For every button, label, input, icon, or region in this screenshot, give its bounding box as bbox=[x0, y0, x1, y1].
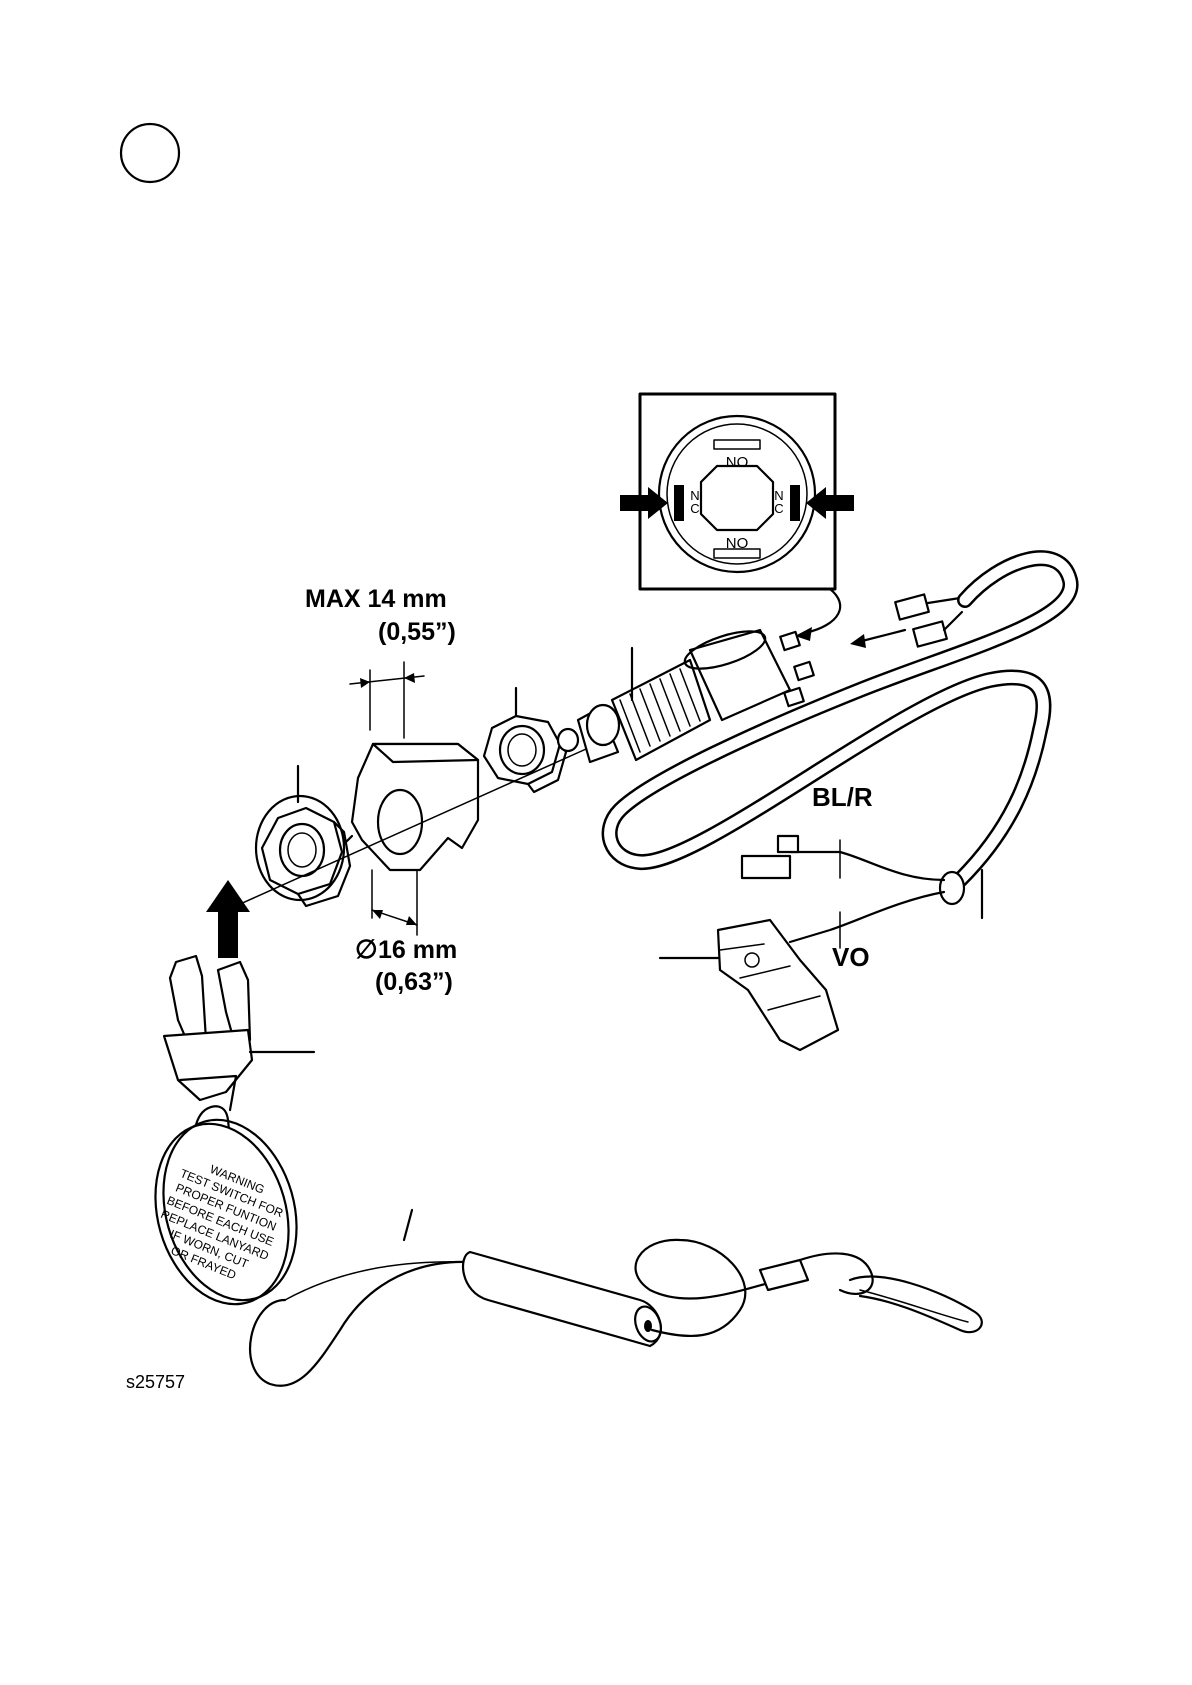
wire-color-vo: VO bbox=[832, 942, 870, 972]
figure-id: s25757 bbox=[126, 1372, 185, 1392]
mounting-nut bbox=[256, 796, 350, 906]
terminal-right-label-c: C bbox=[774, 501, 783, 516]
terminal-no-top bbox=[714, 440, 760, 449]
terminal-left-label-c: C bbox=[690, 501, 699, 516]
hole-diameter-inch-label: (0,63”) bbox=[375, 968, 453, 996]
lock-nut bbox=[484, 716, 566, 792]
terminal-nc-right bbox=[790, 485, 800, 521]
diameter-symbol: ∅ bbox=[355, 934, 378, 964]
max-thickness-label: MAX 14 mm bbox=[305, 585, 447, 613]
connector-detail-inset: NO NO N C N C bbox=[620, 394, 854, 589]
wire-color-bl-r: BL/R bbox=[812, 782, 873, 812]
up-arrow-icon bbox=[206, 880, 250, 958]
kill-switch-body bbox=[558, 624, 814, 762]
lanyard-cord bbox=[250, 1240, 982, 1386]
lanyard-clip bbox=[164, 956, 252, 1110]
max-thickness-inch-label: (0,55”) bbox=[378, 618, 456, 646]
terminal-bottom-label: NO bbox=[726, 535, 749, 552]
terminal-top-label: NO bbox=[726, 454, 749, 471]
warning-tag: WARNING TEST SWITCH FOR PROPER FUNTION B… bbox=[135, 1104, 317, 1320]
hole-diameter-label: 16 mm bbox=[378, 936, 457, 964]
step-marker-circle bbox=[121, 124, 179, 182]
terminal-nc-left bbox=[674, 485, 684, 521]
